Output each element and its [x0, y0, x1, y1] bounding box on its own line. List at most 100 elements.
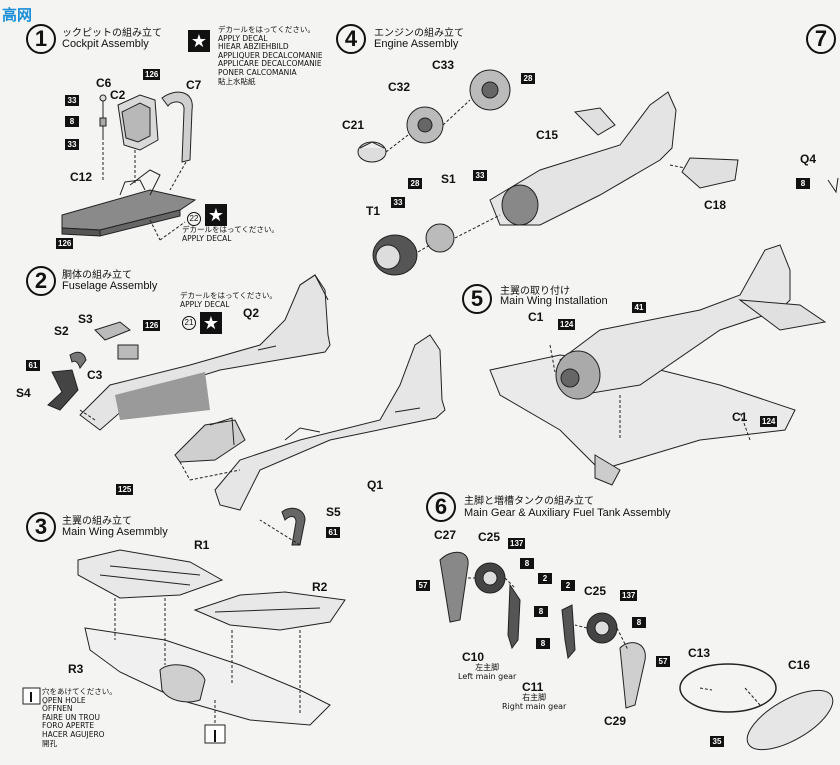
part-label: T1	[366, 204, 381, 218]
part-label: C7	[186, 78, 202, 92]
step-1-badge: 1	[26, 24, 56, 54]
step-3-title-en: Main Wing Asemmbly	[62, 526, 168, 538]
part-label: C13	[688, 646, 711, 660]
left-gear-label: 左主脚 Left main gear	[458, 663, 517, 681]
decal-note-line: APPLY DECAL	[182, 233, 232, 243]
step-1-title-jp: ックピットの組み立て	[62, 28, 162, 39]
paint-code-tag: 126	[56, 238, 74, 249]
decal-star-icon: ★	[205, 204, 227, 226]
decal-note-line: APPLIQUER DECALCOMANIE	[218, 50, 323, 60]
decal-note-line: APPLY DECAL	[218, 33, 268, 43]
step-3-badge: 3	[26, 512, 56, 542]
decal-note-line: デカールをはってください。	[180, 291, 277, 300]
part-label: C29	[604, 714, 627, 728]
wing-installation-drawing	[489, 244, 827, 486]
step-4-badge: 4	[336, 24, 366, 54]
step-7-number: 7	[814, 26, 828, 51]
part-label: C12	[70, 170, 93, 184]
step-1-title-en: Cockpit Assembly	[62, 38, 149, 50]
part-label: Q4	[800, 152, 817, 166]
paint-code-tag: 137	[620, 590, 638, 601]
paint-code-tag: 124	[558, 319, 576, 330]
step-2-title-jp: 胴体の組み立て	[62, 270, 132, 281]
decal-note-step1-lower: デカールをはってください。 APPLY DECAL	[182, 225, 279, 243]
paint-code-tag: 33	[65, 139, 79, 150]
paint-code-tag: 8	[534, 606, 548, 617]
step-2-number: 2	[34, 268, 48, 293]
wing-drawing	[22, 549, 346, 744]
part-label: C18	[704, 198, 727, 212]
part-label: S1	[441, 172, 456, 186]
decal-note-step2: デカールをはってください。 APPLY DECAL	[180, 291, 277, 309]
open-hole-line: FAIRE UN TROU	[42, 712, 100, 722]
left-gear-jp: 左主脚	[475, 663, 500, 672]
step-4-number: 4	[344, 26, 358, 51]
part-label: C33	[432, 58, 455, 72]
paint-code-tag: 125	[116, 484, 134, 495]
paint-code-tag: 61	[326, 527, 340, 538]
watermark-logo: 高网	[2, 4, 72, 26]
paint-code-tag: 33	[391, 197, 405, 208]
part-label: C21	[342, 118, 365, 132]
left-gear-en: Left main gear	[458, 671, 517, 681]
paint-code-tag: 8	[796, 178, 810, 189]
paint-code-tag: 126	[143, 69, 161, 80]
decal-star-icon: ★	[188, 30, 210, 52]
part-label: C11	[522, 680, 544, 694]
decal-note-line: HIEAR ABZIEHBILD	[218, 42, 289, 52]
part-label: R2	[312, 580, 328, 594]
step-6-title-en: Main Gear & Auxiliary Fuel Tank Assembly	[464, 507, 671, 519]
step-4-title-jp: エンジンの組み立て	[374, 28, 464, 39]
part-label: R3	[68, 662, 84, 676]
step-1-number: 1	[34, 26, 48, 51]
decal-note-line: デカールをはってください。	[218, 25, 315, 34]
part-label: C32	[388, 80, 411, 94]
part-label: C1	[528, 310, 544, 324]
part-label: R1	[194, 538, 210, 552]
step-6-badge: 6	[426, 492, 456, 522]
paint-code-tag: 8	[536, 638, 550, 649]
paint-code-tag: 137	[508, 538, 526, 549]
open-hole-line: OPEN HOLE	[42, 695, 86, 705]
paint-code-tag: 2	[561, 580, 575, 591]
paint-code-tag: 33	[473, 170, 487, 181]
step-5-title-jp: 主翼の取り付け	[500, 286, 570, 297]
part-label: C6	[96, 76, 112, 90]
gear-tank-drawing	[439, 551, 834, 751]
step-6-title-jp: 主脚と増槽タンクの組み立て	[464, 496, 594, 507]
step-7-badge: 7	[806, 24, 836, 54]
decal-number-tag: 21	[182, 316, 196, 330]
part-label: S2	[54, 324, 69, 338]
part-label: C25	[478, 530, 501, 544]
step-5-badge: 5	[462, 284, 492, 314]
paint-code-tag: 41	[632, 302, 646, 313]
paint-code-tag: 35	[710, 736, 724, 747]
open-hole-legend: 穴をあけてください。 OPEN HOLE ÖFFNEN FAIRE UN TRO…	[42, 687, 117, 748]
paint-code-tag: 61	[26, 360, 40, 371]
paint-code-tag: 57	[416, 580, 430, 591]
part-label: S3	[78, 312, 93, 326]
cockpit-drawing	[61, 91, 197, 241]
right-gear-label: 右主脚 Right main gear	[502, 693, 566, 711]
step-5-number: 5	[470, 286, 484, 311]
decal-note-line: 貼上水貼紙	[218, 76, 256, 86]
part-label: C1	[732, 410, 748, 424]
step-6-number: 6	[434, 494, 448, 519]
part-label: C16	[788, 658, 811, 672]
decal-note-line: APPLICARE DECALCOMANIE	[218, 59, 322, 69]
open-hole-line: FORO APERTE	[42, 721, 95, 731]
decal-note-line: デカールをはってください。	[182, 225, 279, 234]
paint-code-tag: 8	[632, 617, 646, 628]
paint-code-tag: 28	[521, 73, 535, 84]
paint-code-tag: 33	[65, 95, 79, 106]
decal-note-line: PONER CALCOMANIA	[218, 67, 297, 77]
open-hole-line: ÖFFNEN	[42, 704, 73, 714]
part-label: C2	[110, 88, 126, 102]
open-hole-line: 穴をあけてください。	[42, 687, 117, 696]
watermark-text: 高网	[2, 6, 33, 24]
paint-code-tag: 126	[143, 320, 161, 331]
part-label: C15	[536, 128, 559, 142]
step-5-title-en: Main Wing Installation	[500, 295, 608, 307]
open-hole-line: HACER AGUJERO	[42, 729, 105, 739]
open-hole-line: 開孔	[42, 738, 57, 748]
